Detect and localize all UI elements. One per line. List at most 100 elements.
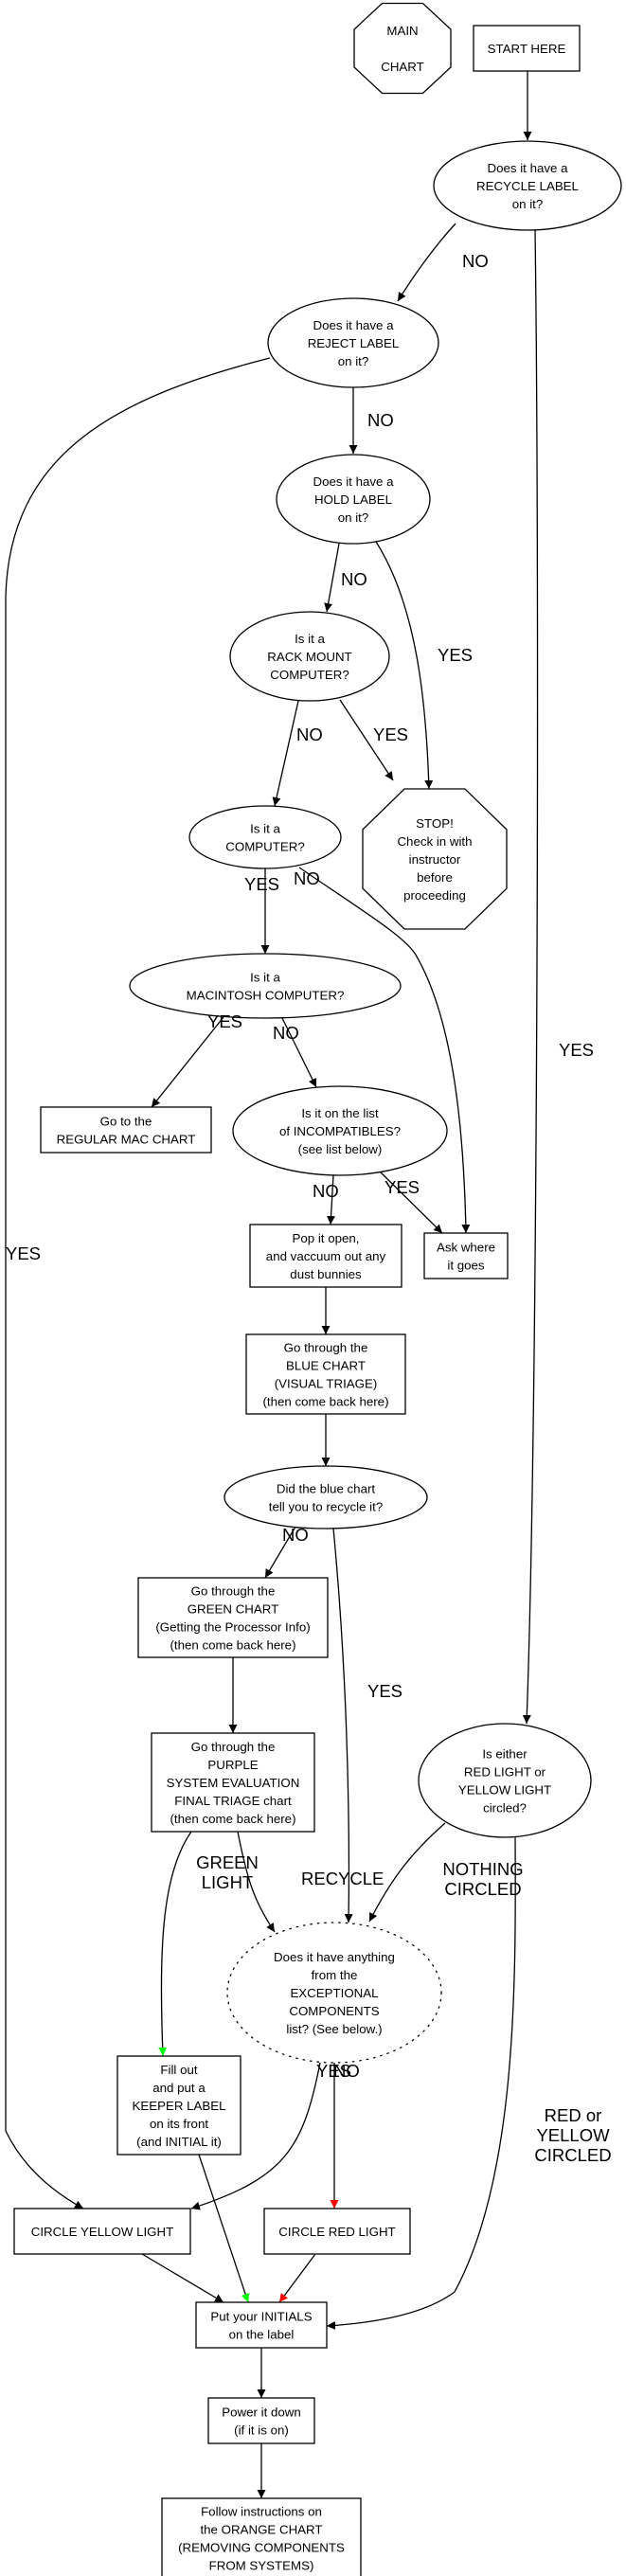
start-here-text: START HERE	[488, 42, 566, 56]
edge-label-exceptional-to-circle_yellow: YES	[316, 2061, 351, 2081]
circle-red-text: CIRCLE RED LIGHT	[278, 2225, 395, 2239]
edge-is_computer-to-ask_where	[298, 867, 471, 1234]
stop-shape	[362, 788, 508, 930]
edge-is_mac-to-mac_chart	[151, 1016, 224, 1108]
node-power-down[interactable]: Power it down(if it is on)	[207, 2397, 315, 2444]
edge-is_mac-to-incompatibles	[281, 1017, 317, 1088]
edge-label-is_computer-to-ask_where: NO	[294, 868, 320, 888]
edge-purple_chart-to-keeper_label	[158, 1831, 192, 2057]
start-here-shape	[473, 25, 581, 72]
circle-yellow-shape	[13, 2208, 191, 2255]
edge-incompatibles-to-pop_open	[327, 1174, 336, 1225]
edge-purple_chart-to-exceptional	[237, 1831, 276, 1933]
reject-label-shape	[267, 297, 439, 388]
edge-label-hold_label-to-stop: YES	[438, 645, 473, 665]
incompatibles-shape	[232, 1085, 448, 1176]
power-down-shape	[207, 2397, 315, 2444]
edge-rack_mount-to-stop	[339, 699, 394, 781]
edge-label-recycle_label-to-light_circled: YES	[559, 1040, 594, 1060]
edge-recycle_label-to-reject_label	[397, 223, 456, 302]
edge-circle_red-to-initials	[278, 2253, 316, 2303]
edge-label-exceptional-to-circle_red: NO	[333, 2061, 360, 2081]
edge-label-reject_label-to-circle_yellow: YES	[6, 1243, 41, 1263]
edge-label-hold_label-to-rack_mount: NO	[341, 569, 367, 589]
node-circle-red[interactable]: CIRCLE RED LIGHT	[263, 2208, 411, 2255]
is-computer-shape	[188, 805, 342, 869]
edge-hold_label-to-rack_mount	[324, 543, 340, 613]
edge-label-is_mac-to-incompatibles: NO	[273, 1023, 299, 1043]
node-start-here[interactable]: START HERE	[473, 25, 581, 72]
edge-label-recycle_label-to-reject_label: NO	[462, 251, 489, 271]
edge-exceptional-to-circle_yellow	[190, 2062, 321, 2210]
keeper-label-shape	[116, 2055, 241, 2156]
green-chart-shape	[137, 1577, 329, 1658]
edge-reject_label-to-circle_yellow	[5, 357, 271, 2209]
is-mac-shape	[129, 953, 402, 1019]
orange-chart-shape	[161, 2497, 362, 2576]
edge-recycle_label-to-light_circled	[522, 229, 539, 1725]
circle-red-shape	[263, 2208, 411, 2255]
edge-label-incompatibles-to-pop_open: NO	[313, 1181, 339, 1201]
edge-label-is_mac-to-mac_chart: YES	[207, 1011, 242, 1031]
recycle-label-shape	[433, 140, 622, 231]
edge-label-rack_mount-to-stop: YES	[373, 724, 408, 744]
edge-blue_result-to-green_chart	[264, 1526, 296, 1579]
node-circle-yellow[interactable]: CIRCLE YELLOW LIGHT	[13, 2208, 191, 2255]
light-circled-shape	[418, 1723, 592, 1838]
circle-yellow-text: CIRCLE YELLOW LIGHT	[31, 2225, 174, 2239]
edge-blue_result-to-exceptional	[332, 1528, 353, 1923]
pop-open-shape	[249, 1224, 402, 1288]
rack-mount-shape	[229, 611, 390, 702]
edge-label-incompatibles-to-ask_where: YES	[385, 1177, 420, 1197]
edge-label-is_computer-to-is_mac: YES	[244, 874, 279, 894]
edge-label-blue_result-to-exceptional: YES	[367, 1681, 402, 1701]
ask-where-shape	[423, 1232, 509, 1279]
blue-result-shape	[224, 1465, 428, 1530]
edge-incompatibles-to-ask_where	[380, 1172, 443, 1234]
edge-label-rack_mount-to-is_computer: NO	[296, 724, 323, 744]
edge-keeper_label-to-initials	[198, 2154, 250, 2303]
edge-label-reject_label-to-hold_label: NO	[367, 410, 394, 430]
edge-light_circled-to-initials	[326, 1836, 516, 2330]
mac-chart-shape	[40, 1106, 212, 1154]
